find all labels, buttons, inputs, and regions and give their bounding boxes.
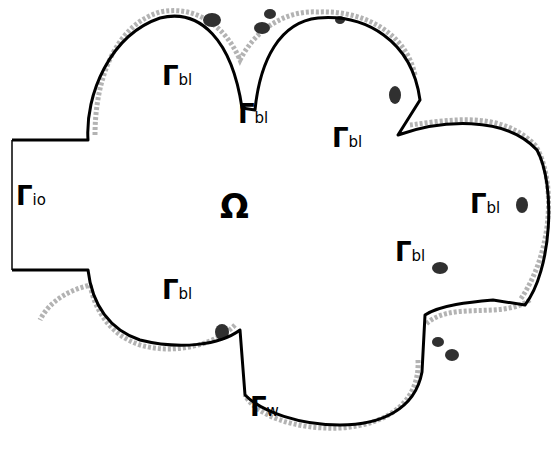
boundary-label: Γw	[248, 393, 281, 421]
boundary-label: Γbl	[330, 124, 364, 152]
domain-label: Ω	[218, 188, 251, 224]
boundary-label: Γbl	[160, 62, 194, 90]
boundary-label: Γbl	[160, 276, 194, 304]
boundary-label: Γbl	[393, 238, 427, 266]
boundary-label: Γbl	[468, 190, 502, 218]
boundary-label: Γio	[14, 182, 48, 210]
boundary-label: Γbl	[236, 100, 270, 128]
